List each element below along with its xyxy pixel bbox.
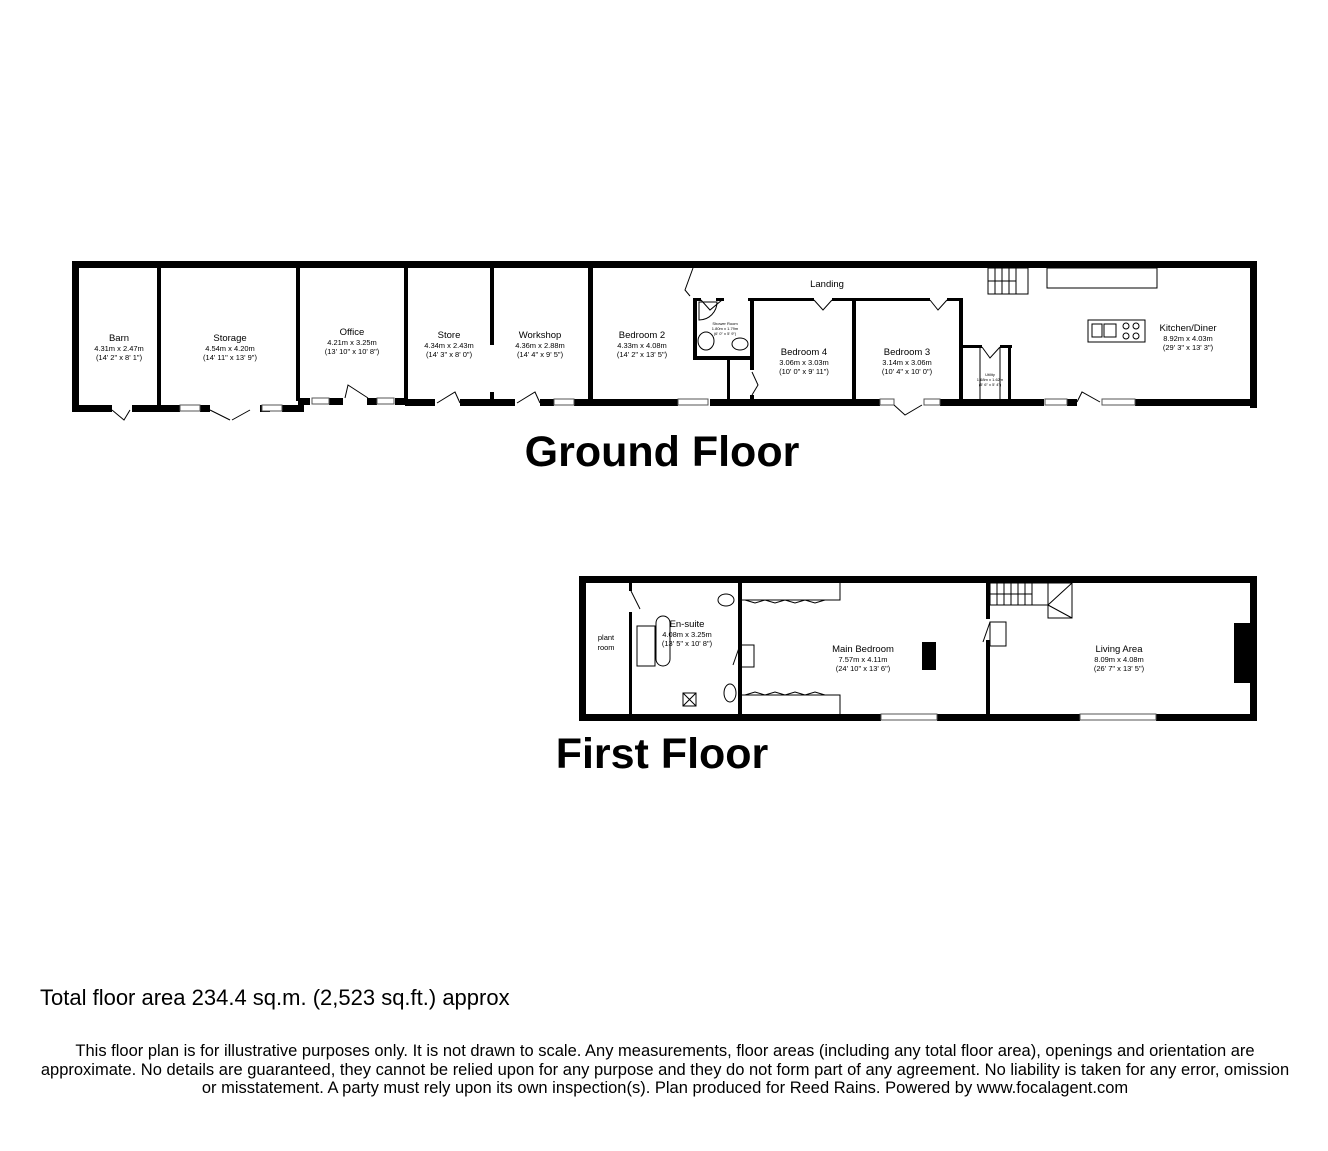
disclaimer: This floor plan is for illustrative purp… [40, 1042, 1290, 1097]
stairs [989, 582, 1073, 619]
room-dimensions-metric: 1.68m x 1.62m [977, 377, 1004, 382]
room-dimensions-imperial: (10' 0" x 9' 11") [779, 367, 829, 376]
toilet [717, 593, 735, 607]
basin [697, 331, 715, 351]
room-dimensions-metric: 8.92m x 4.03m [1163, 334, 1213, 343]
room-dimensions-metric: 1.80m x 1.79m [712, 326, 739, 331]
stairs [987, 267, 1029, 295]
room-dimensions-imperial: (14' 11" x 13' 9") [203, 353, 257, 362]
room-dimensions-metric: 8.09m x 4.08m [1094, 655, 1144, 664]
room-dimensions-metric: 4.36m x 2.88m [515, 341, 565, 350]
toilet [723, 683, 737, 703]
room-dimensions-imperial: (24' 10" x 13' 6") [836, 664, 891, 673]
ground-floor-title: Ground Floor [525, 428, 800, 476]
room-name: Main Bedroom [832, 644, 894, 655]
room-dimensions-metric: 4.21m x 3.25m [327, 338, 377, 347]
room-name: En-suite [670, 619, 705, 630]
room-dimensions-metric: 4.54m x 4.20m [205, 344, 255, 353]
room-dimensions-imperial: (14' 4" x 9' 5") [517, 350, 564, 359]
room-name: Kitchen/Diner [1159, 323, 1216, 334]
chimney-breast [922, 642, 936, 670]
room-name: Store [438, 330, 461, 341]
room-dimensions-imperial: (13' 10" x 10' 8") [325, 347, 380, 356]
room-dimensions-imperial: (6' 0" x 5' 9") [714, 331, 737, 336]
room-dimensions-imperial: (29' 3" x 13' 3") [1163, 343, 1214, 352]
room-name: Bedroom 2 [619, 330, 665, 341]
room-name: Shower Room [712, 321, 738, 326]
room-dimensions-metric: 3.14m x 3.06m [882, 358, 932, 367]
room-dimensions-imperial: (26' 7" x 13' 5") [1094, 664, 1145, 673]
toilet [731, 337, 749, 351]
room-dimensions-metric: 3.06m x 3.03m [779, 358, 829, 367]
room-dimensions-imperial: (13' 5" x 10' 8") [662, 639, 713, 648]
kitchen-counter [1046, 267, 1158, 289]
room-dimensions-imperial: (10' 4" x 10' 0") [882, 367, 933, 376]
room-name: Storage [213, 333, 246, 344]
skylight [682, 692, 697, 707]
room-dimensions-metric: 4.34m x 2.43m [424, 341, 474, 350]
room-dimensions-metric: 7.57m x 4.11m [838, 655, 887, 664]
shower-tray [636, 625, 656, 667]
room-dimensions-metric: 4.33m x 4.08m [617, 341, 667, 350]
room-dimensions-imperial: (14' 2" x 13' 5") [617, 350, 668, 359]
room-name: Office [340, 327, 365, 338]
plant-room-label: room [597, 643, 614, 652]
bath [655, 615, 671, 667]
room-name: Barn [109, 333, 129, 344]
shower-tray [698, 301, 718, 321]
sink-and-hob [1087, 319, 1146, 343]
room-name: Bedroom 3 [884, 347, 930, 358]
room-name: Workshop [519, 330, 562, 341]
room-name: Utility [985, 372, 995, 377]
first-floor-plan: plant room En-suite 4.08m x 3.25m (13' 5… [579, 576, 1257, 721]
landing-label: Landing [810, 279, 844, 290]
total-floor-area: Total floor area 234.4 sq.m. (2,523 sq.f… [40, 985, 510, 1010]
room-dimensions-metric: 4.08m x 3.25m [662, 630, 712, 639]
room-dimensions-imperial: (14' 2" x 8' 1") [96, 353, 143, 362]
room-name: Bedroom 4 [781, 347, 827, 358]
room-dimensions-imperial: (14' 3" x 8' 0") [426, 350, 473, 359]
room-dimensions-metric: 4.31m x 2.47m [94, 344, 144, 353]
room-name: Living Area [1095, 644, 1143, 655]
plant-room-label: plant [598, 633, 615, 642]
first-floor-title: First Floor [556, 730, 769, 778]
ground-floor-plan: Barn 4.31m x 2.47m (14' 2" x 8' 1") Stor… [72, 261, 1257, 421]
room-dimensions-imperial: (5' 6" x 5' 4") [979, 382, 1002, 387]
fireplace [1234, 623, 1252, 683]
